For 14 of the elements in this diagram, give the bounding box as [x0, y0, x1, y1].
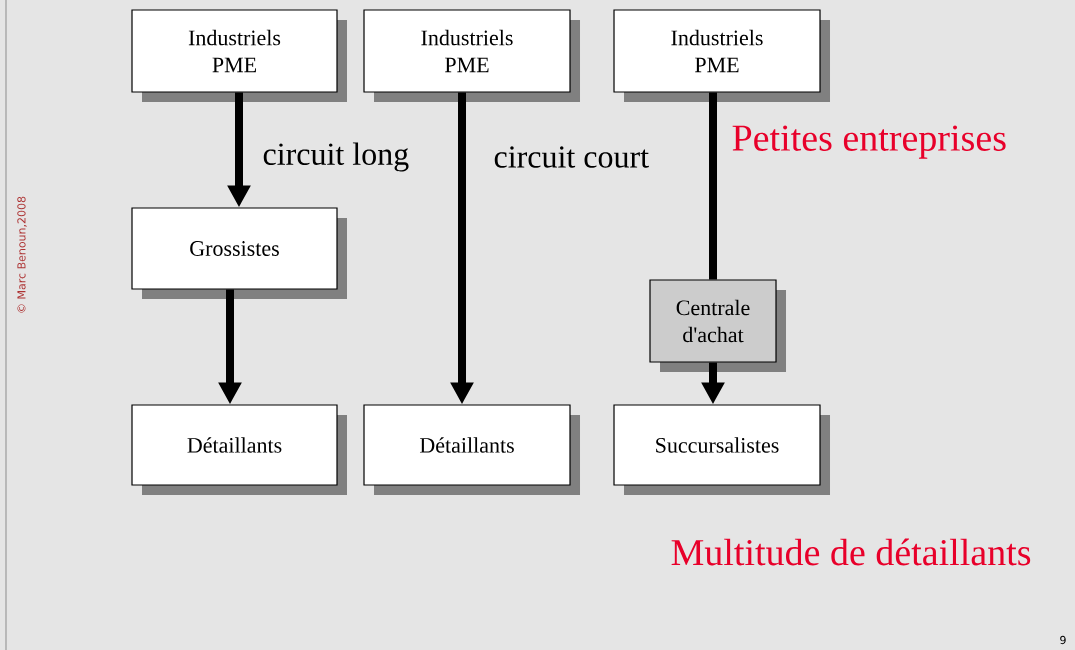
edge-label: circuit long [263, 142, 409, 172]
process-box: Succursalistes [613, 404, 830, 495]
process-box: Industriels PME [363, 9, 580, 102]
process-box: Centrale d'achat [649, 279, 786, 372]
page-number: 9 [1060, 635, 1066, 645]
process-box: Détaillants [363, 404, 580, 495]
edge-label: circuit court [494, 146, 649, 168]
process-box: Grossistes [131, 207, 347, 299]
process-box: Détaillants [131, 404, 347, 495]
annotation: Multitude de détaillants [671, 538, 1031, 566]
copyright-note: © Marc Benoun,2008 [17, 196, 27, 313]
process-box: Industriels PME [613, 9, 830, 102]
annotation: Petites entreprises [732, 125, 1006, 159]
process-box: Industriels PME [131, 9, 347, 102]
